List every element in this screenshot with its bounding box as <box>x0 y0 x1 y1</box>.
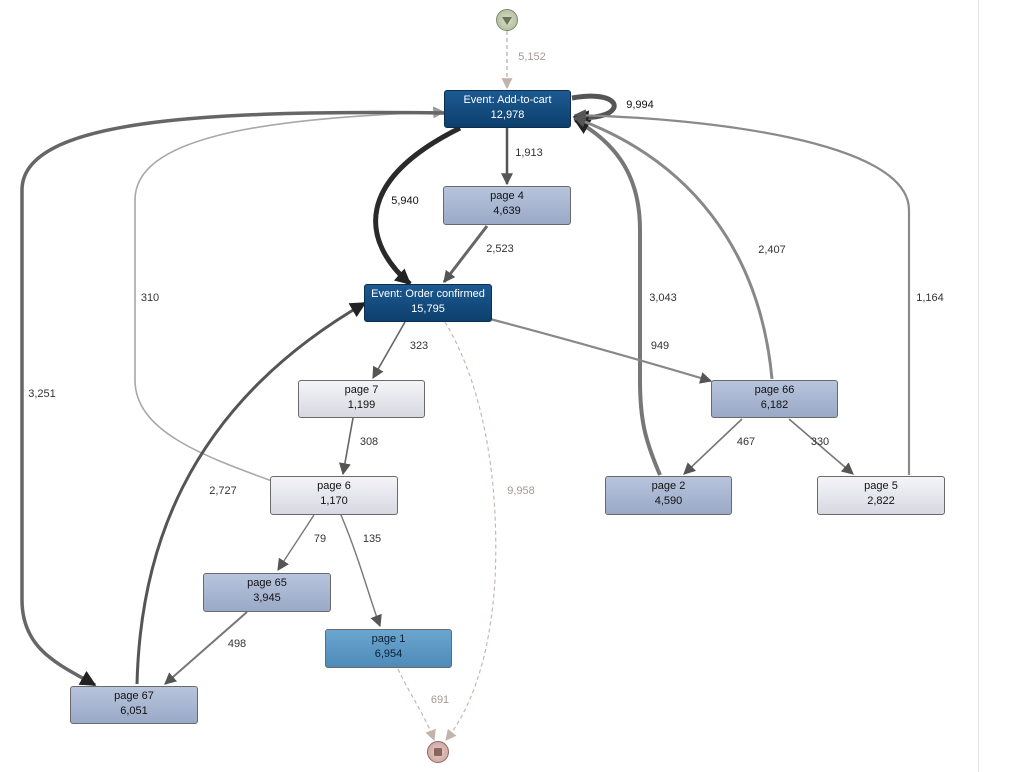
node-name: page 4 <box>490 190 524 202</box>
edge-page66-to-page5[interactable] <box>788 418 854 475</box>
edge-label-page6-to-page65: 79 <box>313 533 327 545</box>
node-page65[interactable]: page 65 3,945 <box>203 573 331 612</box>
edge-label-add-to-cart-to-page67: 3,251 <box>28 388 56 400</box>
node-page6[interactable]: page 6 1,170 <box>270 476 398 515</box>
node-page5[interactable]: page 5 2,822 <box>817 476 945 515</box>
edge-page2-to-add-to-cart[interactable] <box>573 118 662 476</box>
node-name: page 5 <box>864 480 898 492</box>
node-count: 12,978 <box>490 109 525 121</box>
node-count: 2,822 <box>867 495 895 507</box>
node-name: page 67 <box>114 690 154 702</box>
edge-page1-to-end[interactable] <box>397 668 436 742</box>
edge-order-confirmed-to-page66[interactable] <box>489 317 713 384</box>
node-name: page 6 <box>317 480 351 492</box>
node-name: page 66 <box>754 384 795 396</box>
edge-page6-to-page65[interactable] <box>277 514 315 572</box>
node-count: 15,795 <box>411 303 445 315</box>
edge-label-order-confirmed-to-page66: 949 <box>650 340 670 352</box>
node-page1[interactable]: page 1 6,954 <box>325 629 452 668</box>
node-name: Event: Order confirmed <box>371 288 485 300</box>
edge-label-page4-to-order-confirmed: 2,523 <box>486 243 514 255</box>
node-page7[interactable]: page 7 1,199 <box>298 380 425 418</box>
edge-label-page1-to-end: 691 <box>430 694 450 706</box>
node-page67[interactable]: page 67 6,051 <box>70 686 198 724</box>
edge-add-to-cart-to-order-confirmed[interactable] <box>373 125 462 286</box>
edge-label-order-confirmed-to-page7: 323 <box>409 340 429 352</box>
start-triangle-icon[interactable] <box>496 9 518 31</box>
node-count: 6,182 <box>760 399 789 411</box>
edge-label-page66-to-add-to-cart: 2,407 <box>758 244 786 256</box>
edge-label-page5-to-add-to-cart: 1,164 <box>916 292 944 304</box>
node-count: 1,199 <box>347 399 376 411</box>
node-name: page 2 <box>651 480 686 492</box>
edge-page65-to-page67[interactable] <box>164 611 248 685</box>
edge-page6-to-page1[interactable] <box>340 514 382 628</box>
edge-label-page66-to-page2: 467 <box>736 436 756 448</box>
node-add-to-cart[interactable]: Event: Add-to-cart 12,978 <box>444 90 571 128</box>
edge-label-page66-to-page5: 330 <box>810 436 830 448</box>
end-square-icon[interactable] <box>427 741 449 763</box>
edge-add-to-cart-to-page67[interactable] <box>20 110 445 687</box>
node-name: page 7 <box>344 384 379 396</box>
node-page2[interactable]: page 2 4,590 <box>605 476 732 515</box>
edge-page66-to-page2[interactable] <box>683 418 743 475</box>
node-name: Event: Add-to-cart <box>463 94 552 106</box>
edge-label-page6-to-page1: 135 <box>362 533 382 545</box>
edge-label-start-to-add-to-cart: 5,152 <box>518 51 546 63</box>
edge-label-page67-to-order-confirmed: 2,727 <box>209 485 237 497</box>
node-count: 6,051 <box>120 705 148 717</box>
edge-page7-to-page6[interactable] <box>338 417 354 476</box>
node-name: page 65 <box>247 577 287 589</box>
edge-label-order-confirmed-to-end: 9,958 <box>507 485 535 497</box>
edge-label-page6-to-add-to-cart: 310 <box>140 292 160 304</box>
edge-page67-to-order-confirmed[interactable] <box>135 301 367 685</box>
edge-page5-to-add-to-cart[interactable] <box>573 109 911 475</box>
node-page4[interactable]: page 4 4,639 <box>443 186 571 225</box>
edge-label-add-to-cart-to-page4: 1,913 <box>515 147 543 159</box>
edge-label-page7-to-page6: 308 <box>359 436 379 448</box>
edge-page66-to-add-to-cart[interactable] <box>573 116 774 380</box>
edge-label-add-to-cart-self: 9,994 <box>626 99 654 111</box>
edge-label-page2-to-add-to-cart: 3,043 <box>649 292 677 304</box>
node-count: 6,954 <box>374 648 403 660</box>
node-count: 4,639 <box>493 205 521 217</box>
node-count: 3,945 <box>253 592 281 604</box>
node-count: 4,590 <box>654 495 683 507</box>
edge-label-page65-to-page67: 498 <box>227 638 247 650</box>
edge-label-add-to-cart-to-order-confirmed: 5,940 <box>391 195 419 207</box>
edge-order-confirmed-to-page7[interactable] <box>372 321 406 380</box>
edge-page6-to-add-to-cart[interactable] <box>134 106 446 482</box>
node-page66[interactable]: page 66 6,182 <box>711 380 838 418</box>
edge-add-to-cart-self[interactable] <box>571 93 617 127</box>
edge-page4-to-order-confirmed[interactable] <box>442 225 489 283</box>
node-order-confirmed[interactable]: Event: Order confirmed 15,795 <box>364 284 492 322</box>
node-count: 1,170 <box>320 495 348 507</box>
edge-order-confirmed-to-end[interactable] <box>444 321 497 741</box>
node-name: page 1 <box>371 633 406 645</box>
